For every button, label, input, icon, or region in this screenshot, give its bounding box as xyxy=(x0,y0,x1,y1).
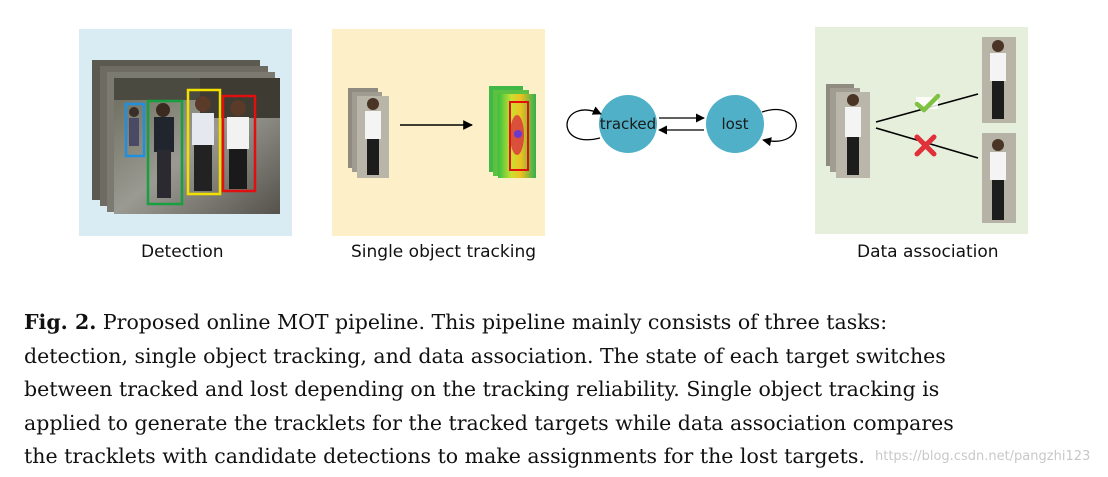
tracked-state-node xyxy=(599,95,657,153)
data-association-label: Data association xyxy=(857,242,999,262)
cross-mark-icon xyxy=(914,134,937,157)
lost-state-node xyxy=(706,95,764,153)
tracked-state-label: tracked xyxy=(600,115,656,133)
caption-line-4: applied to generate the tracklets for th… xyxy=(24,410,954,435)
caption-line-3: between tracked and lost depending on th… xyxy=(24,377,940,401)
caption-line-2: detection, single object tracking, and d… xyxy=(24,343,946,368)
tracking-box xyxy=(509,101,529,171)
check-mark-icon xyxy=(914,93,941,113)
tracking-patches xyxy=(348,86,536,178)
watermark: https://blog.csdn.net/pangzhi123 xyxy=(875,449,1091,464)
pedestrian-figures xyxy=(129,96,249,198)
single-object-tracking-label: Single object tracking xyxy=(351,242,537,262)
association-graphic xyxy=(826,37,1016,223)
caption-figure-label: Fig. 2. xyxy=(24,310,97,334)
detection-box-red xyxy=(221,94,257,193)
caption-line-1: Fig. 2. Proposed online MOT pipeline. Th… xyxy=(24,306,1084,340)
detection-frames xyxy=(92,60,280,214)
tracked-self-loop-arrow xyxy=(566,106,602,141)
lost-self-loop-arrow xyxy=(761,109,797,147)
detection-box-blue xyxy=(124,102,146,158)
detection-box-green xyxy=(146,99,184,206)
lost-state-label: lost xyxy=(721,115,748,133)
state-diagram: tracked lost xyxy=(566,95,797,153)
caption-line-1-text: Proposed online MOT pipeline. This pipel… xyxy=(96,310,888,334)
figure-caption: Fig. 2. Proposed online MOT pipeline. Th… xyxy=(24,306,1084,474)
caption-line-5: the tracklets with candidate detections … xyxy=(24,444,865,468)
detection-box-yellow xyxy=(186,88,222,196)
detection-label: Detection xyxy=(141,242,224,262)
pipeline-figure: tracked lost xyxy=(92,37,1016,223)
